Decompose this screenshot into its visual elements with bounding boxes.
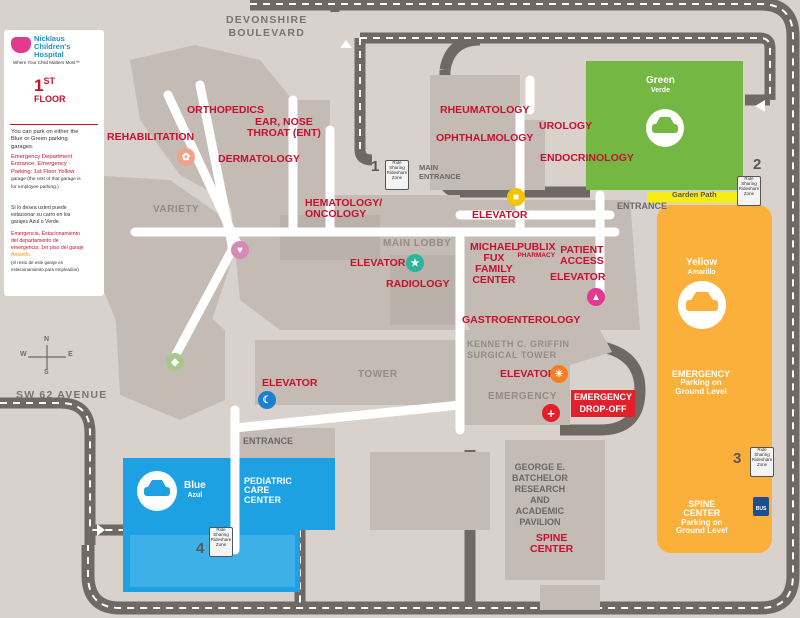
building-griffin [460, 330, 612, 425]
dept-urology[interactable]: UROLOGY [539, 120, 593, 132]
building-tower [255, 340, 460, 405]
griffin-tower-label: KENNETH C. GRIFFIN SURGICAL TOWER [467, 339, 570, 360]
dept-endocrinology[interactable]: ENDOCRINOLOGY [540, 152, 634, 164]
dept-orthopedics[interactable]: ORTHOPEDICS [187, 104, 265, 116]
dept-rheumatology[interactable]: RHEUMATOLOGY [440, 104, 530, 116]
blue-garage-name: Blue Azul [184, 480, 206, 499]
bus-stop-icon: BUS [753, 497, 769, 516]
main-lobby-label: MAIN LOBBY [383, 238, 452, 249]
rideshare-number-4: 4 [196, 540, 205, 557]
elevator-label-tower: ELEVATOR [262, 377, 318, 389]
dept-dermatology[interactable]: DERMATOLOGY [218, 153, 300, 165]
south-entrance-label[interactable]: ENTRANCE [243, 436, 294, 446]
dept-patient-access[interactable]: PATIENT ACCESS [560, 244, 604, 268]
elevator-star-icon[interactable]: ★ [406, 254, 424, 272]
road-arrows [97, 40, 765, 536]
building-south-left [370, 452, 490, 530]
green-garage-name: Green Verde [646, 75, 675, 94]
dept-michael-fux-family-center[interactable]: MICHAEL FUX FAMILY CENTER [470, 241, 518, 287]
elevator-triangle-icon[interactable]: ▲ [587, 288, 605, 306]
dept-ophthalmology[interactable]: OPHTHALMOLOGY [436, 132, 534, 144]
building-south-right [540, 585, 600, 610]
floor-indicator: 1ST FLOOR [34, 76, 66, 104]
er-loop [560, 339, 646, 436]
emergency-building-label: EMERGENCY [488, 391, 557, 402]
logo-tagline: Where Your Child Matters Most™ [13, 60, 80, 65]
elevator-label-north: ELEVATOR [472, 209, 528, 221]
building-variety-label: VARIETY [153, 204, 200, 215]
building-tower-label: TOWER [358, 369, 398, 380]
elevator-heart-icon[interactable]: ♥ [231, 241, 249, 259]
sw62-road [0, 397, 96, 545]
batchelor-pavilion-label: GEORGE E. BATCHELOR RESEARCH AND ACADEMI… [512, 462, 568, 527]
parking-instructions-es: Si lo desea usted puede estacionar su ca… [11, 205, 71, 225]
street-devonshire: DEVONSHIRE BOULEVARD [226, 14, 308, 39]
rideshare-number-3: 3 [733, 450, 742, 467]
dept-spine-center[interactable]: SPINE CENTER [530, 532, 574, 556]
elevator-label-east: ELEVATOR [550, 271, 606, 283]
elevator-moon-icon[interactable]: ☾ [258, 391, 276, 409]
rideshare-number-1: 1 [371, 158, 380, 175]
garden-path [647, 192, 743, 203]
walking-paths [130, 75, 620, 555]
emergency-instructions-es: Emergencia, Estacionamiento del departam… [11, 231, 84, 272]
rideshare-number-2: 2 [753, 156, 762, 173]
elevator-diamond-icon[interactable]: ◆ [166, 353, 184, 371]
dept-hematology-oncology[interactable]: HEMATOLOGY/ ONCOLOGY [305, 197, 383, 221]
parking-instructions-en: You can park on either the Blue or Green… [11, 129, 79, 150]
footer-code: TPC7868-R1-REPAD-1/24 [735, 609, 777, 613]
dept-publix-pharmacy[interactable]: PUBLIX PHARMACY [517, 241, 556, 260]
east-entrance-label[interactable]: ENTRANCE [617, 201, 668, 211]
compass-n: N [44, 336, 50, 343]
main-entrance-label[interactable]: MAIN ENTRANCE [419, 163, 461, 181]
hospital-logo-icon [11, 37, 31, 53]
pediatric-care-center[interactable]: PEDIATRIC CARE CENTER [244, 476, 292, 505]
elevator-flower-icon[interactable]: ✿ [177, 148, 195, 166]
emergency-drop-off[interactable]: EMERGENCY DROP-OFF [571, 390, 635, 417]
yellow-garage-name: Yellow Amarillo [686, 257, 718, 276]
street-sw62: SW 62 AVENUE [16, 389, 108, 401]
elevator-square-icon[interactable]: ■ [507, 188, 525, 206]
elevator-sun-icon[interactable]: ☀ [550, 365, 568, 383]
rideshare-sign-2[interactable]: Ride Sharing Rideshare Zone [737, 176, 761, 206]
legend-panel: Nicklaus Children's Hospital Where Your … [4, 30, 104, 296]
car-icons [137, 109, 726, 511]
road-dashes [0, 3, 794, 609]
building-inner-shading [280, 215, 455, 325]
yellow-spine-note: SPINE CENTER Parking on Ground Level [676, 499, 728, 536]
emergency-instructions-en: Emergency Department Entrance, Emergency… [11, 154, 81, 190]
elevator-label-lobby: ELEVATOR [350, 257, 406, 269]
dept-ent[interactable]: EAR, NOSE THROAT (ENT) [247, 116, 321, 140]
garden-path-label: Garden Path [672, 190, 717, 199]
main-entrance-drive [354, 38, 373, 166]
dept-radiology[interactable]: RADIOLOGY [386, 278, 450, 290]
compass-w: W [20, 351, 27, 358]
building-batchelor [505, 440, 605, 580]
rideshare-sign-1[interactable]: Ride Sharing Rideshare Zone [385, 160, 409, 190]
dept-rehabilitation[interactable]: REHABILITATION [107, 131, 195, 143]
building-northwest [130, 45, 305, 228]
elevator-label-griffin: ELEVATOR [500, 368, 556, 380]
compass-e: E [68, 351, 73, 358]
rideshare-sign-3[interactable]: Ride Sharing Rideshare Zone [750, 447, 774, 477]
legend-divider [10, 124, 98, 125]
logo-text: Nicklaus Children's Hospital [34, 34, 71, 59]
compass-s: S [44, 369, 49, 376]
compass [28, 345, 66, 370]
yellow-emergency-note: EMERGENCY Parking on Ground Level [672, 369, 731, 396]
dept-gastroenterology[interactable]: GASTROENTEROLOGY [462, 314, 581, 326]
rideshare-sign-4[interactable]: Ride Sharing Rideshare Zone [209, 527, 233, 557]
emergency-cross-icon: + [542, 404, 560, 422]
